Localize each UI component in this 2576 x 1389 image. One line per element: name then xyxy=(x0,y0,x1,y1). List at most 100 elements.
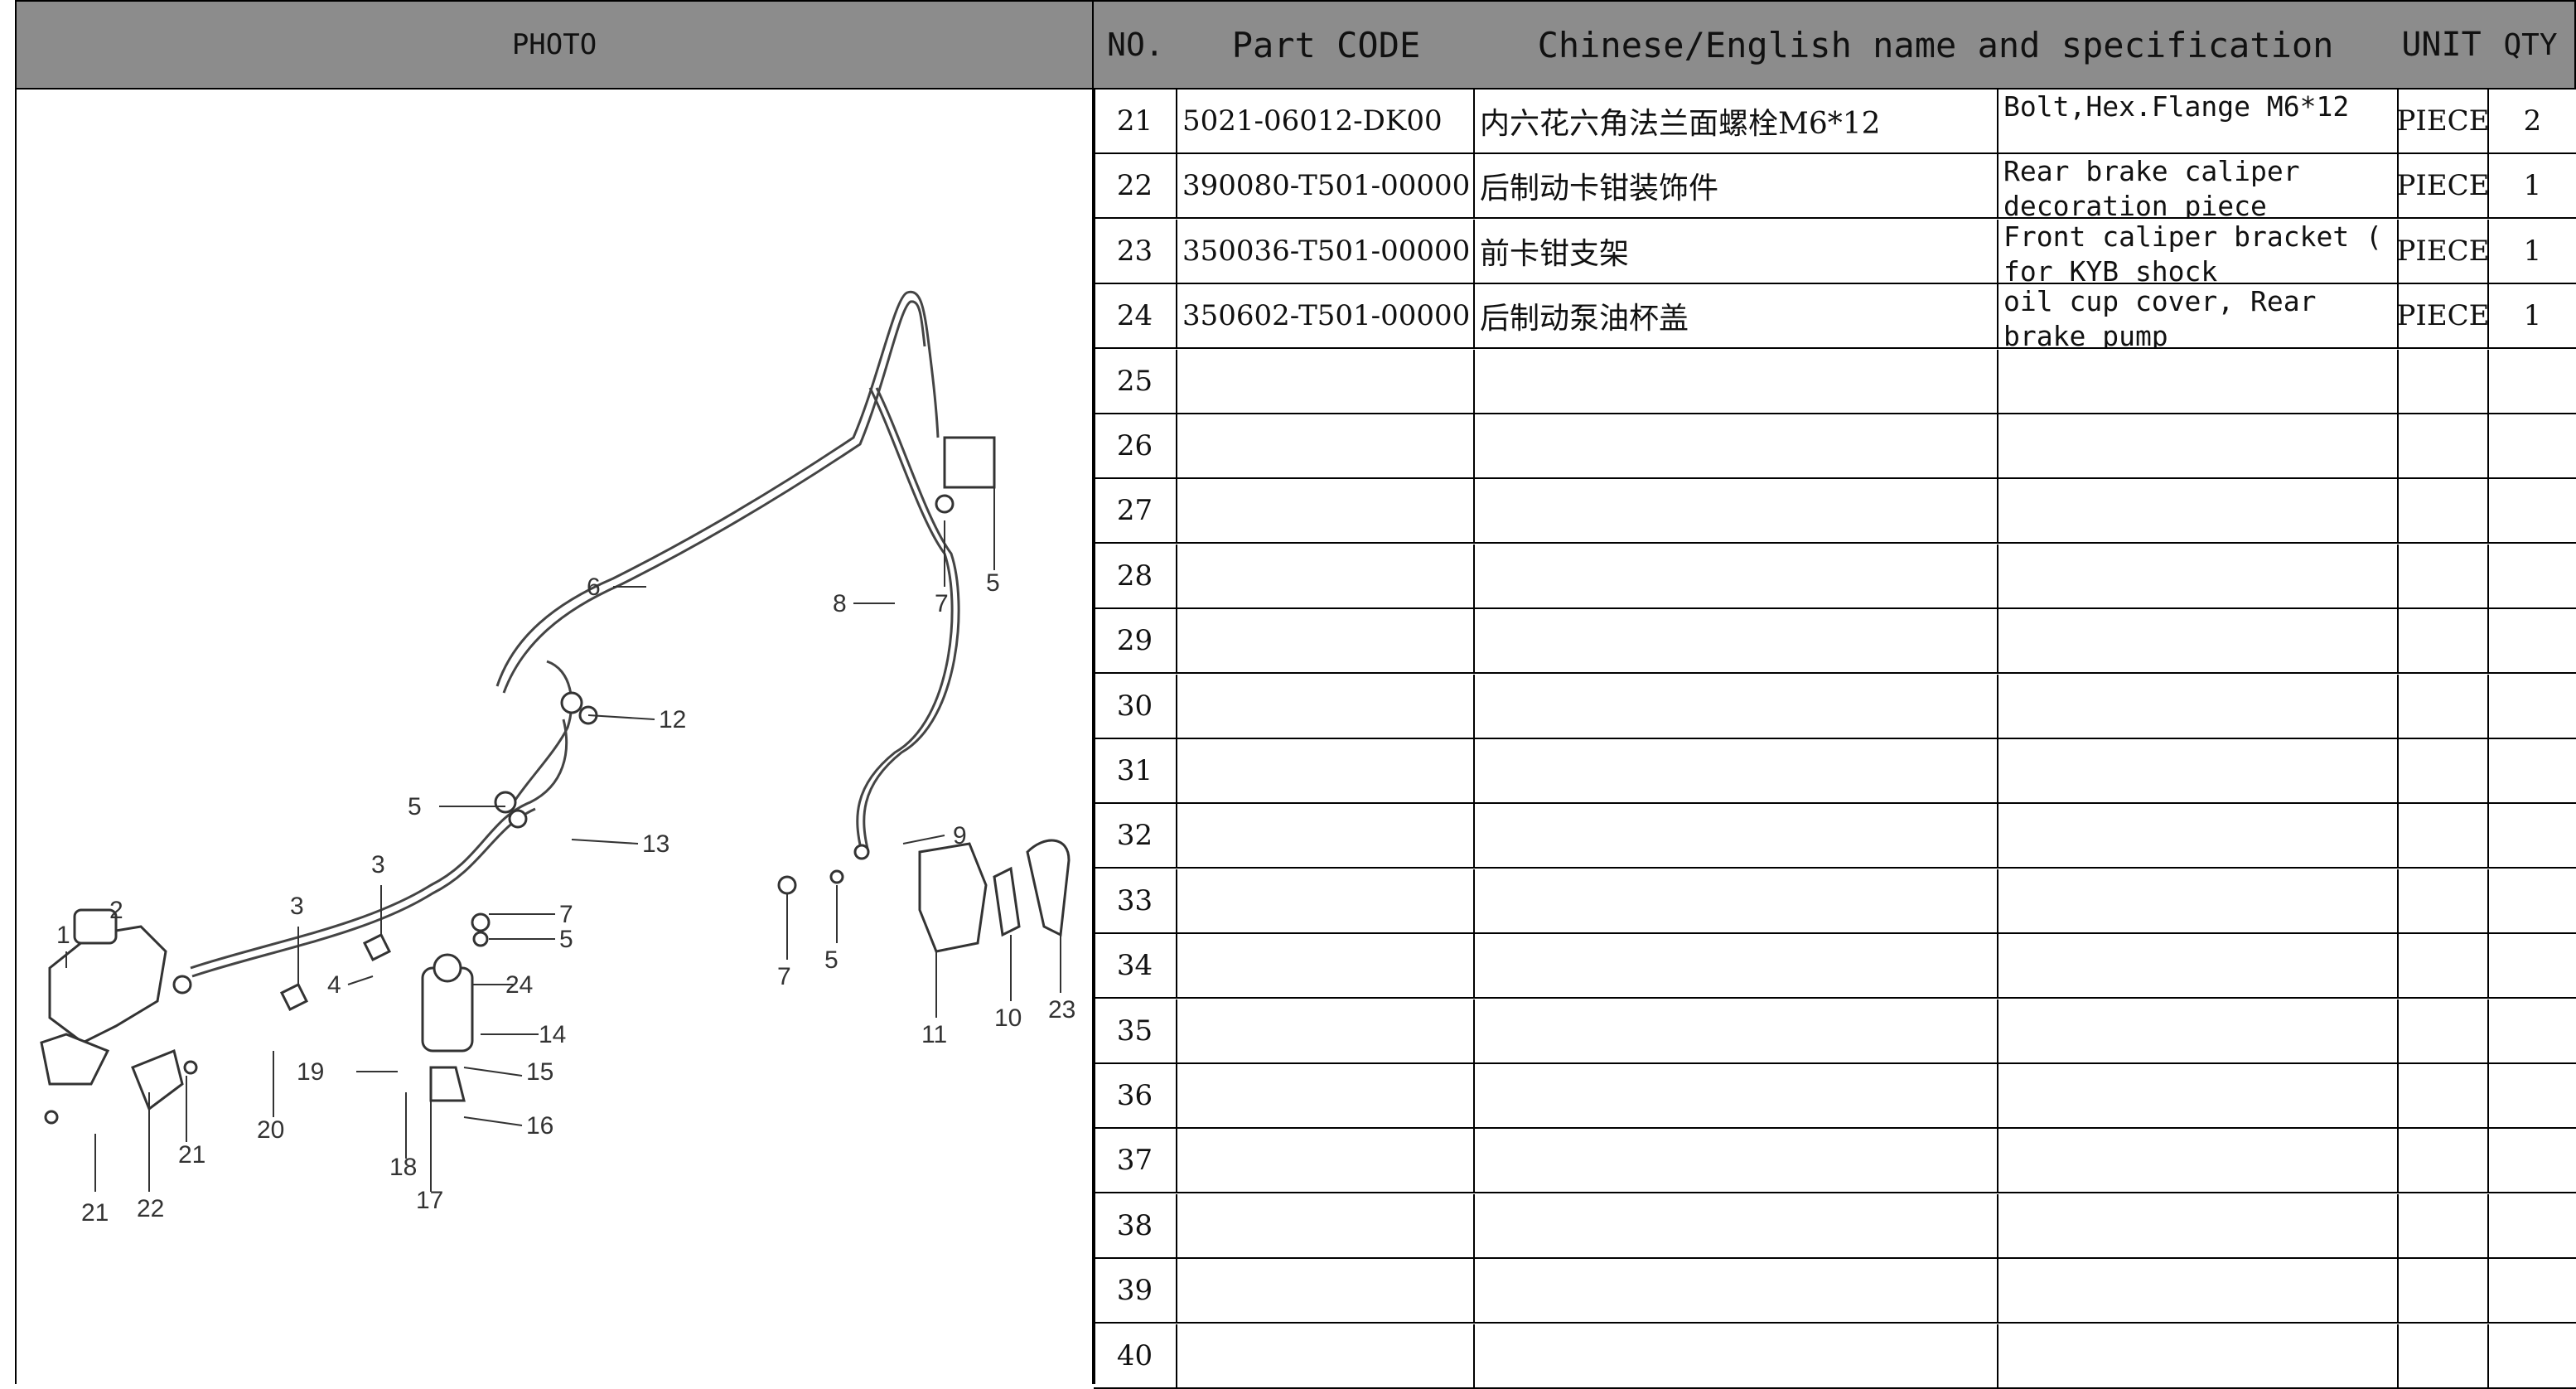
callout-12: 12 xyxy=(659,706,686,733)
row-no-cell: 22 xyxy=(1094,154,1177,218)
row-no-cell: 39 xyxy=(1094,1259,1177,1323)
table-row: 32 xyxy=(1094,804,2576,869)
table-row: 33 xyxy=(1094,869,2576,934)
table-row: 31 xyxy=(1094,739,2576,804)
row-no-cell: 25 xyxy=(1094,349,1177,413)
row-no-cell: 35 xyxy=(1094,999,1177,1062)
english-spec-cell xyxy=(1998,349,2399,413)
part-code-cell: 350036-T501-00000 xyxy=(1177,219,1475,283)
table-left-border xyxy=(1094,90,1095,1384)
chinese-name-cell xyxy=(1475,1129,1998,1193)
chinese-name-cell: 后制动泵油杯盖 xyxy=(1475,284,1998,348)
qty-cell xyxy=(2489,1194,2576,1257)
qty-cell xyxy=(2489,1064,2576,1127)
header-name-spec: Chinese/English name and specification xyxy=(1475,0,2398,90)
qty-cell xyxy=(2489,1129,2576,1192)
callout-3b: 3 xyxy=(371,851,385,878)
unit-cell xyxy=(2399,1324,2489,1387)
english-spec-cell xyxy=(1998,934,2399,998)
unit-cell xyxy=(2399,869,2489,932)
qty-cell xyxy=(2489,675,2576,738)
callout-5d: 5 xyxy=(986,569,1000,597)
callout-5c: 5 xyxy=(824,946,839,974)
unit-cell xyxy=(2399,544,2489,607)
english-spec-cell: Bolt,Hex.Flange M6*12 xyxy=(1998,90,2399,152)
unit-cell xyxy=(2399,609,2489,673)
chinese-name-cell: 前卡钳支架 xyxy=(1475,219,1998,283)
callout-9: 9 xyxy=(953,822,967,849)
english-spec-cell xyxy=(1998,609,2399,673)
callout-7a: 7 xyxy=(559,901,573,928)
chinese-name-cell xyxy=(1475,544,1998,607)
callout-21b: 21 xyxy=(81,1199,109,1227)
chinese-name-cell xyxy=(1475,414,1998,477)
chinese-name-cell xyxy=(1475,1324,1998,1387)
unit-cell xyxy=(2399,1129,2489,1193)
part-code-cell xyxy=(1177,479,1475,543)
unit-cell xyxy=(2399,1193,2489,1257)
english-spec-cell xyxy=(1998,739,2399,802)
qty-cell xyxy=(2489,999,2576,1062)
part-code-cell xyxy=(1177,804,1475,868)
qty-cell xyxy=(2489,1324,2576,1387)
callout-14: 14 xyxy=(539,1021,566,1048)
callout-22: 22 xyxy=(137,1195,164,1222)
english-spec-cell xyxy=(1998,1324,2399,1387)
english-spec-cell xyxy=(1998,999,2399,1062)
unit-cell xyxy=(2399,479,2489,543)
callout-24: 24 xyxy=(505,971,533,999)
unit-cell xyxy=(2399,1259,2489,1323)
callout-11: 11 xyxy=(921,1021,947,1048)
qty-cell xyxy=(2489,804,2576,867)
header-part-code: Part CODE xyxy=(1177,0,1476,90)
callout-3a: 3 xyxy=(290,893,304,920)
row-no-cell: 23 xyxy=(1094,219,1177,283)
chinese-name-cell xyxy=(1475,609,1998,673)
row-no-cell: 37 xyxy=(1094,1129,1177,1193)
part-code-cell xyxy=(1177,414,1475,477)
chinese-name-cell xyxy=(1475,1193,1998,1257)
unit-cell xyxy=(2399,674,2489,738)
callout-15: 15 xyxy=(526,1058,553,1086)
qty-cell: 2 xyxy=(2523,104,2542,138)
chinese-name-cell xyxy=(1475,349,1998,413)
unit-cell xyxy=(2399,739,2489,802)
header-qty: QTY xyxy=(2487,0,2576,90)
chinese-name-cell xyxy=(1475,999,1998,1062)
row-no-cell: 34 xyxy=(1094,934,1177,998)
table-row: 37 xyxy=(1094,1129,2576,1194)
callout-10: 10 xyxy=(994,1004,1022,1032)
qty-cell: 1 xyxy=(2523,234,2542,268)
english-spec-cell xyxy=(1998,674,2399,738)
callout-7c: 7 xyxy=(935,590,949,617)
part-code-cell xyxy=(1177,1324,1475,1387)
part-code-cell xyxy=(1177,544,1475,607)
chinese-name-cell xyxy=(1475,674,1998,738)
photo-area: 1 2 3 3 4 5 5 5 5 6 7 7 7 8 9 10 11 12 1… xyxy=(15,90,1094,1384)
header-photo: PHOTO xyxy=(15,0,1094,90)
callout-5b: 5 xyxy=(559,926,573,953)
table-row: 40 xyxy=(1094,1324,2576,1389)
callout-2: 2 xyxy=(109,897,123,924)
english-spec-cell xyxy=(1998,414,2399,477)
callout-13: 13 xyxy=(642,830,669,858)
row-no-cell: 32 xyxy=(1094,804,1177,868)
part-code-cell xyxy=(1177,869,1475,932)
english-spec-cell xyxy=(1998,804,2399,868)
chinese-name-cell: 内六花六角法兰面螺栓M6*12 xyxy=(1475,90,1998,152)
english-spec-cell xyxy=(1998,544,2399,607)
english-spec-cell xyxy=(1998,1129,2399,1193)
callout-20: 20 xyxy=(257,1116,284,1144)
qty-cell xyxy=(2489,739,2576,802)
part-code-cell xyxy=(1177,999,1475,1062)
qty-cell xyxy=(2489,869,2576,932)
english-spec-cell xyxy=(1998,1064,2399,1127)
callout-19: 19 xyxy=(297,1058,324,1086)
part-code-cell xyxy=(1177,1259,1475,1323)
table-row: 29 xyxy=(1094,609,2576,675)
part-code-cell xyxy=(1177,609,1475,673)
english-spec-cell: Rear brake caliper decoration piece xyxy=(1998,154,2399,218)
table-row: 25 xyxy=(1094,349,2576,414)
